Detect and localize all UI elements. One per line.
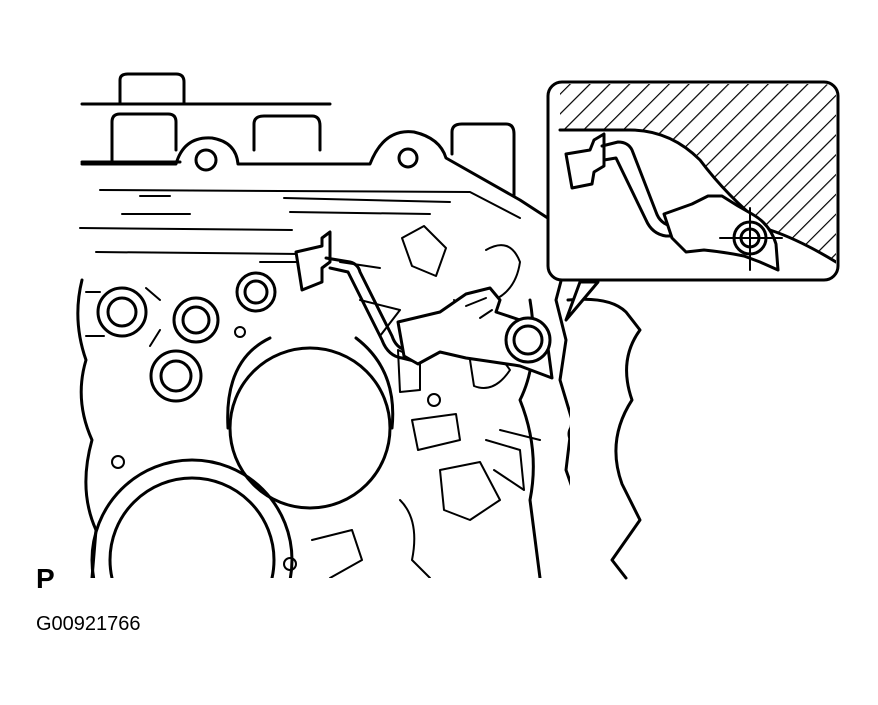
figure-code: G00921766 bbox=[36, 613, 141, 635]
detent-spring-assembly bbox=[294, 230, 554, 380]
view-label: P bbox=[36, 563, 55, 594]
case-body bbox=[76, 72, 570, 578]
case-right-edge bbox=[566, 297, 642, 580]
detail-callout bbox=[546, 80, 840, 322]
